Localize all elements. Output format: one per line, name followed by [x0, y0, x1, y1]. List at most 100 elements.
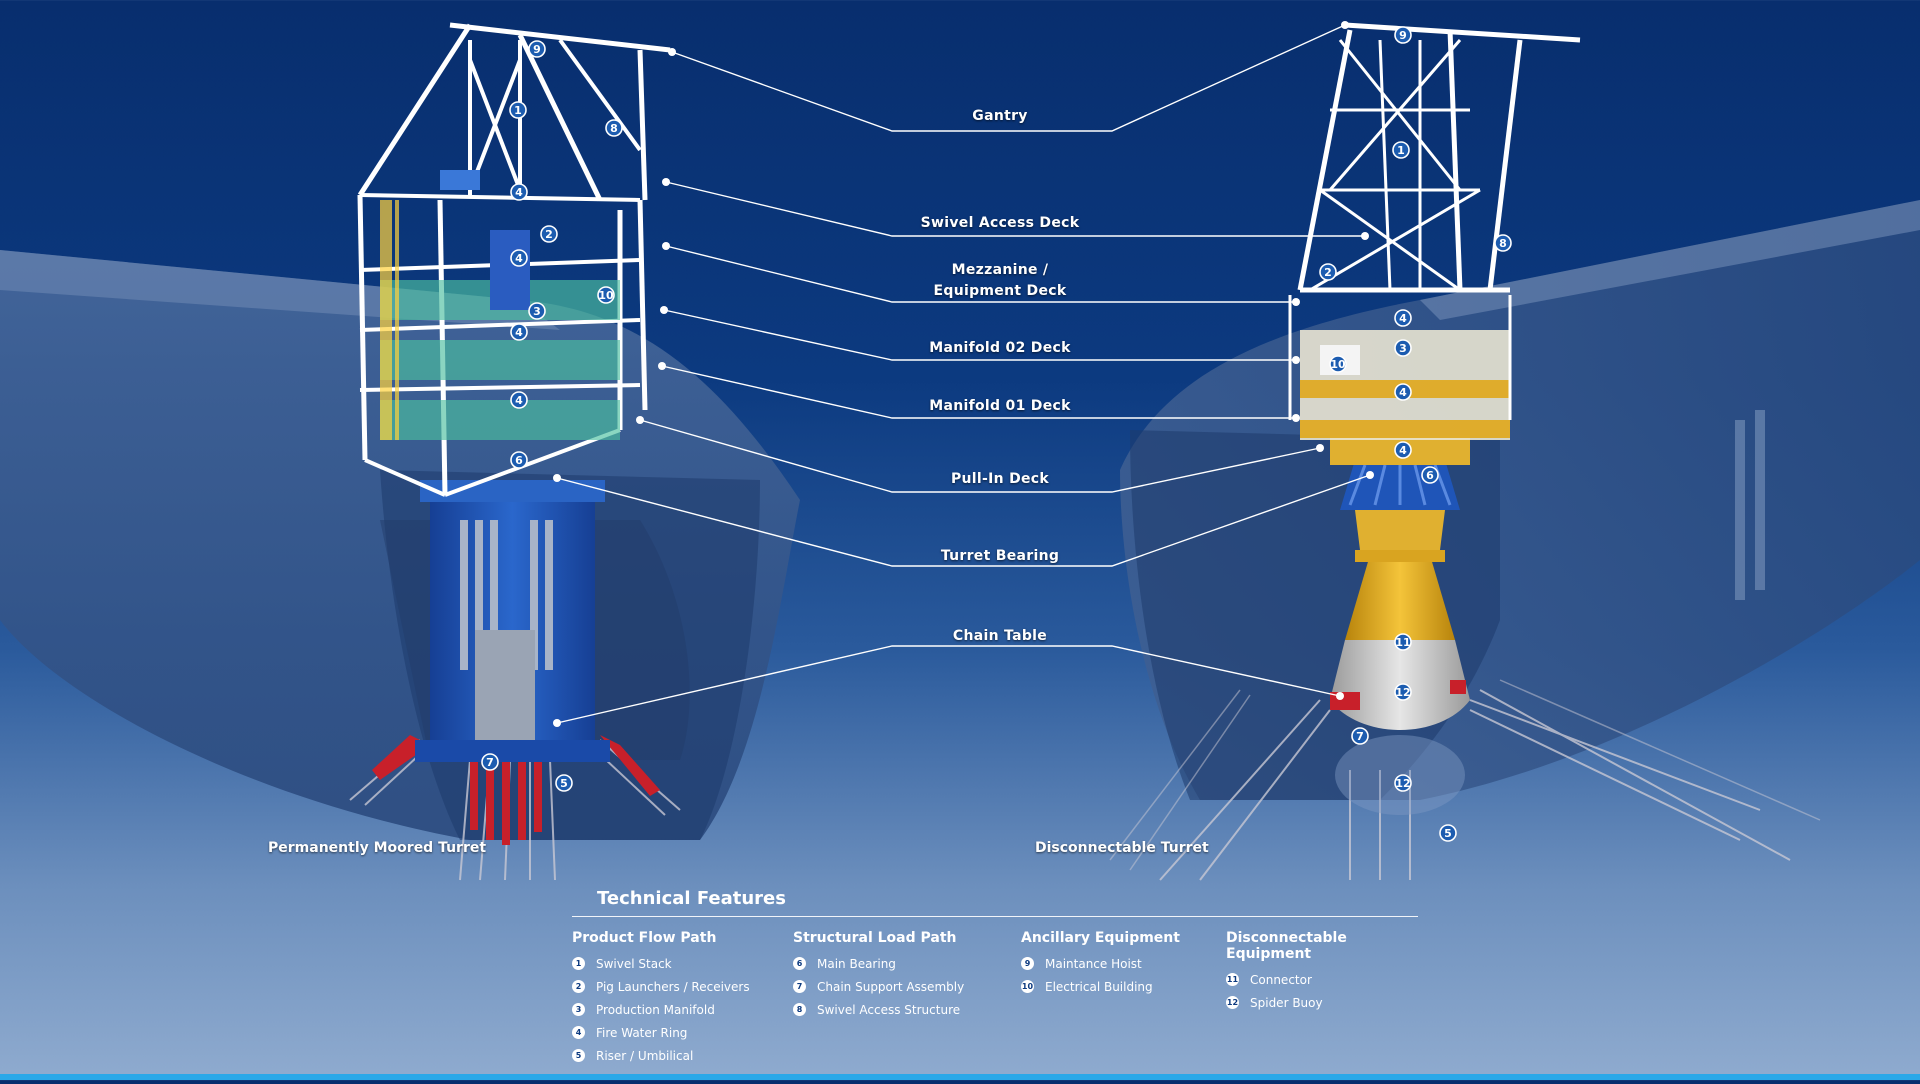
callout-number-marker: 12: [1394, 774, 1412, 792]
legend-item: 10 Electrical Building: [1021, 975, 1180, 998]
callout-number-marker: 7: [1351, 727, 1369, 745]
legend-item-label: Maintance Hoist: [1045, 956, 1142, 971]
number-badge: 1: [572, 957, 585, 970]
number-badge: 7: [793, 980, 806, 993]
svg-text:6: 6: [515, 454, 523, 467]
svg-text:8: 8: [1499, 237, 1507, 250]
label-manifold-02-deck: Manifold 02 Deck: [929, 340, 1071, 356]
legend-item-label: Electrical Building: [1045, 979, 1153, 994]
callout-number-marker: 1: [1392, 141, 1410, 159]
svg-text:3: 3: [533, 305, 541, 318]
callout-number-marker: 7: [481, 753, 499, 771]
callout-number-marker: 1: [509, 101, 527, 119]
callout-number-marker: 2: [1319, 263, 1337, 281]
number-badge: 12: [1226, 996, 1239, 1009]
legend-item-label: Fire Water Ring: [596, 1025, 688, 1040]
number-badge: 3: [572, 1003, 585, 1016]
svg-text:2: 2: [545, 228, 553, 241]
group-title: Product Flow Path: [572, 930, 717, 946]
callout-number-marker: 4: [510, 249, 528, 267]
label-pull-in-deck: Pull-In Deck: [950, 471, 1049, 487]
svg-text:9: 9: [1399, 29, 1407, 42]
svg-text:12: 12: [1395, 686, 1410, 699]
number-badge: 10: [1021, 980, 1034, 993]
svg-text:4: 4: [1399, 312, 1407, 325]
number-badge: 5: [572, 1049, 585, 1062]
svg-text:7: 7: [486, 756, 494, 769]
legend-item-label: Pig Launchers / Receivers: [596, 979, 750, 994]
callout-number-marker: 2: [540, 225, 558, 243]
svg-text:10: 10: [1330, 358, 1346, 371]
legend-item: 3 Production Manifold: [572, 998, 750, 1021]
svg-text:7: 7: [1356, 730, 1364, 743]
legend-item-label: Swivel Stack: [596, 956, 672, 971]
legend-item-label: Chain Support Assembly: [817, 979, 965, 994]
svg-text:1: 1: [1397, 144, 1405, 157]
legend-item-label: Riser / Umbilical: [596, 1048, 694, 1063]
technical-features-title: Technical Features: [597, 888, 786, 909]
callout-number-marker: 9: [528, 40, 546, 58]
svg-text:11: 11: [1395, 636, 1410, 649]
callout-number-marker: 5: [555, 774, 573, 792]
leader-lines: [556, 24, 1371, 724]
callout-number-marker: 4: [1394, 383, 1412, 401]
svg-text:5: 5: [560, 777, 568, 790]
group-title: Ancillary Equipment: [1021, 930, 1180, 946]
callout-number-marker: 3: [1394, 339, 1412, 357]
callout-number-marker: 4: [1394, 441, 1412, 459]
callout-number-marker: 8: [1494, 234, 1512, 252]
svg-text:9: 9: [533, 43, 541, 56]
label-gantry: Gantry: [972, 108, 1028, 124]
number-badge: 6: [793, 957, 806, 970]
svg-text:4: 4: [515, 394, 523, 407]
right-turret-markers: 9 1 8 2 4 10 3 4 4 6 11 12 7 12 5: [1319, 26, 1512, 842]
svg-text:3: 3: [1399, 342, 1407, 355]
number-badge: 8: [793, 1003, 806, 1016]
label-swivel-access-deck: Swivel Access Deck: [920, 215, 1080, 231]
number-badge: 11: [1226, 973, 1239, 986]
legend-item: 5 Riser / Umbilical: [572, 1044, 750, 1067]
callout-number-marker: 5: [1439, 824, 1457, 842]
left-turret: [349, 22, 681, 881]
svg-text:6: 6: [1426, 469, 1434, 482]
svg-text:12: 12: [1395, 777, 1410, 790]
callout-number-marker: 6: [1421, 466, 1439, 484]
caption-permanently-moored-turret: Permanently Moored Turret: [268, 840, 487, 856]
callout-number-marker: 11: [1394, 633, 1412, 651]
callout-number-marker: 10: [1329, 355, 1347, 373]
svg-text:4: 4: [515, 326, 523, 339]
callout-number-marker: 9: [1394, 26, 1412, 44]
callout-number-marker: 4: [510, 323, 528, 341]
svg-text:8: 8: [610, 122, 618, 135]
label-chain-table: Chain Table: [952, 628, 1048, 644]
group-title: Structural Load Path: [793, 930, 957, 946]
label-manifold-01-deck: Manifold 01 Deck: [929, 398, 1071, 414]
callout-number-marker: 4: [1394, 309, 1412, 327]
legend-item: 9 Maintance Hoist: [1021, 952, 1180, 975]
right-turret: [1109, 22, 1821, 881]
leader-dots: [553, 21, 1374, 727]
technical-features-legend: Technical Features Product Flow Path 1 Sw…: [572, 888, 1418, 1063]
group-ancillary-equipment: Ancillary Equipment 9 Maintance Hoist 10 E…: [1021, 930, 1180, 998]
svg-text:4: 4: [1399, 386, 1407, 399]
svg-text:10: 10: [598, 289, 614, 302]
label-equipment-deck: Equipment Deck: [933, 283, 1067, 299]
callout-number-marker: 10: [597, 286, 615, 304]
legend-item-label: Production Manifold: [596, 1002, 715, 1017]
svg-text:4: 4: [515, 186, 523, 199]
label-mezzanine: Mezzanine /: [951, 262, 1049, 278]
number-badge: 9: [1021, 957, 1034, 970]
callout-number-marker: 4: [510, 391, 528, 409]
